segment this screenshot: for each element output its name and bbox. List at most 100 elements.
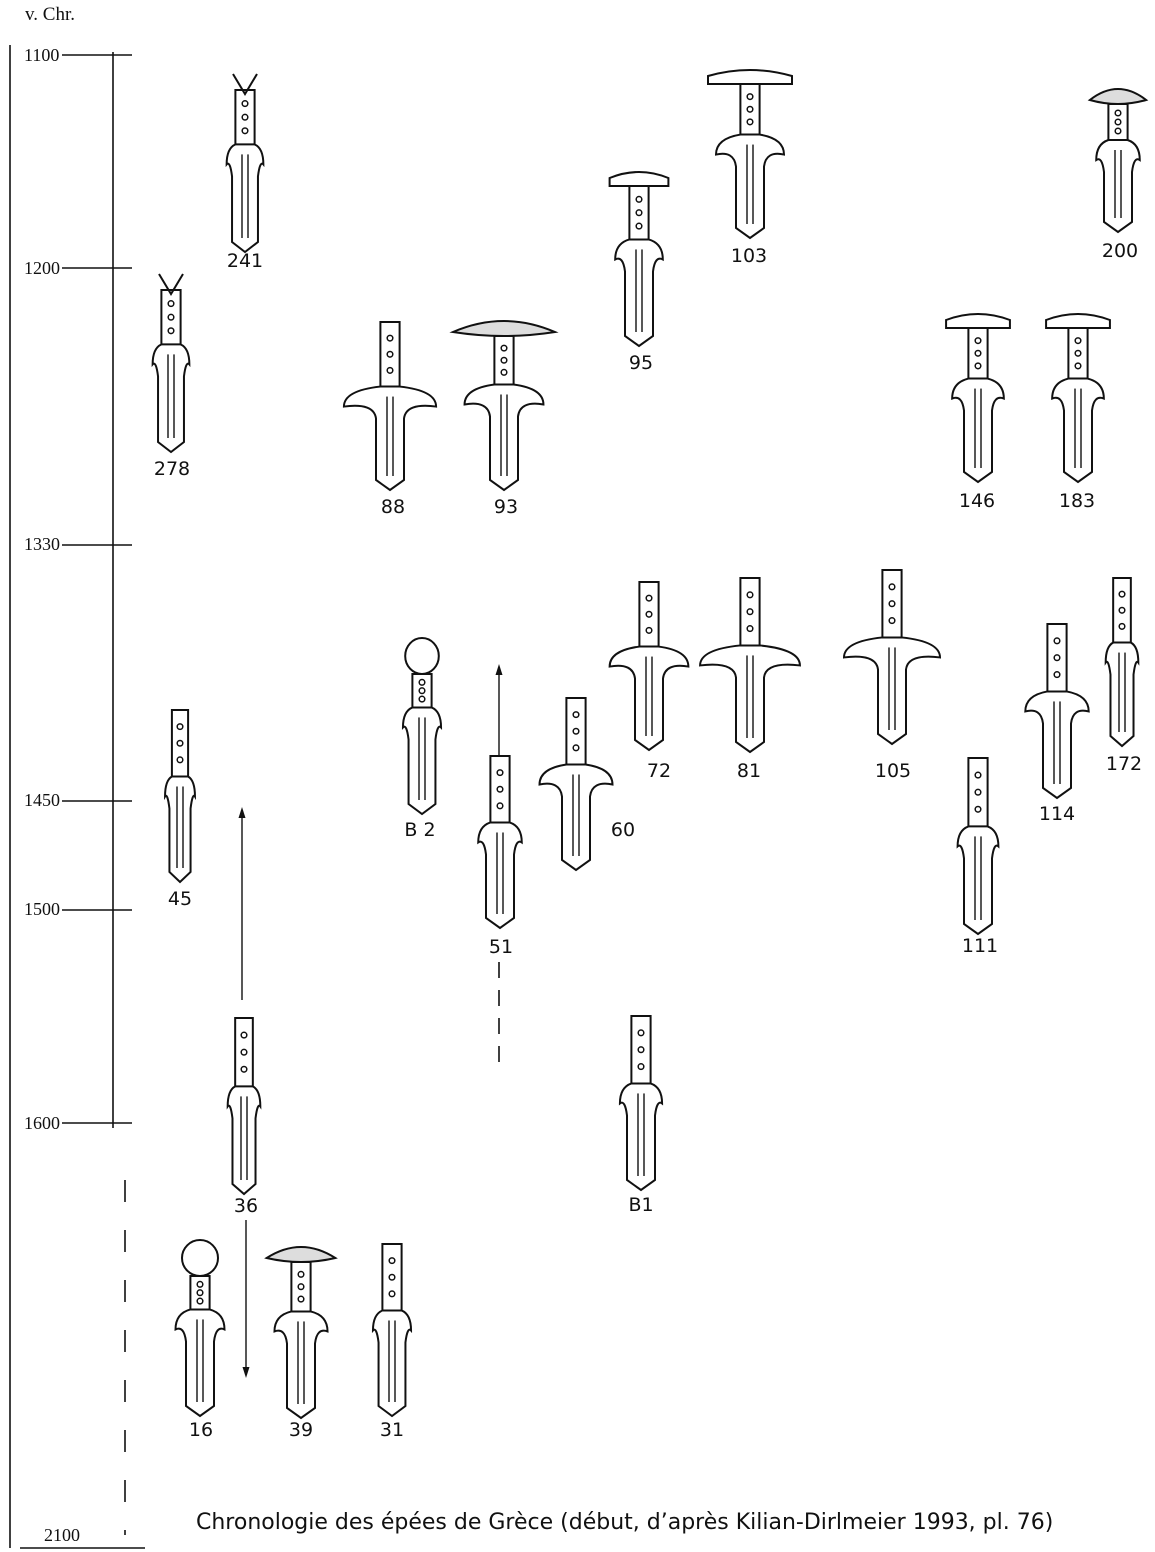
blade bbox=[373, 1310, 411, 1416]
grip bbox=[172, 710, 188, 776]
blade bbox=[153, 344, 190, 452]
rivet bbox=[419, 696, 425, 702]
blade bbox=[1106, 643, 1139, 746]
rivet bbox=[501, 345, 507, 351]
sword-111 bbox=[948, 754, 1008, 934]
rivet bbox=[1054, 655, 1060, 661]
rivet bbox=[975, 338, 981, 344]
rivet bbox=[1075, 363, 1081, 369]
sword-label-39: 39 bbox=[289, 1419, 313, 1441]
blade bbox=[958, 826, 999, 934]
blade bbox=[465, 384, 544, 490]
rivet bbox=[975, 807, 981, 813]
sword-39 bbox=[262, 1240, 340, 1418]
sword-label-172: 172 bbox=[1106, 753, 1142, 775]
sword-31 bbox=[364, 1240, 420, 1416]
rivet bbox=[389, 1291, 395, 1297]
tick-label-1100: 1100 bbox=[24, 45, 59, 66]
sword-label-81: 81 bbox=[737, 760, 761, 782]
rivet bbox=[197, 1282, 203, 1288]
rivet bbox=[241, 1032, 247, 1038]
rivet bbox=[638, 1047, 644, 1053]
sword-label-16: 16 bbox=[189, 1419, 213, 1441]
blade bbox=[1096, 140, 1140, 232]
grip bbox=[1068, 328, 1087, 379]
pommel bbox=[405, 638, 439, 674]
sword-label-60: 60 bbox=[611, 819, 635, 841]
blade bbox=[610, 647, 689, 750]
sword-93 bbox=[446, 314, 562, 490]
sword-183 bbox=[1040, 310, 1116, 482]
tick-label-1200: 1200 bbox=[24, 258, 60, 279]
pommel bbox=[453, 321, 555, 336]
rivet bbox=[1115, 128, 1121, 134]
sword-241 bbox=[218, 72, 272, 252]
blade bbox=[228, 1086, 261, 1194]
sword-label-45: 45 bbox=[168, 888, 192, 910]
rivet bbox=[387, 368, 393, 374]
sword-label-B2: B 2 bbox=[404, 819, 435, 841]
rivet bbox=[646, 628, 652, 634]
rivet bbox=[638, 1030, 644, 1036]
rivet bbox=[177, 724, 183, 730]
rivet bbox=[298, 1272, 304, 1278]
rivet bbox=[636, 197, 642, 203]
sword-103 bbox=[700, 66, 800, 238]
arrow-51-up-head bbox=[496, 664, 503, 675]
rivet bbox=[501, 370, 507, 376]
figure-caption: Chronologie des épées de Grèce (début, d… bbox=[196, 1510, 1053, 1535]
grip bbox=[382, 1244, 401, 1310]
sword-label-B1: B1 bbox=[628, 1194, 653, 1216]
rivet bbox=[747, 609, 753, 615]
grip bbox=[629, 186, 648, 239]
sword-label-111: 111 bbox=[962, 935, 998, 957]
sword-label-88: 88 bbox=[381, 496, 405, 518]
rivet bbox=[497, 803, 503, 809]
rivet bbox=[242, 114, 248, 120]
blade bbox=[540, 764, 613, 870]
rivet bbox=[1119, 624, 1125, 630]
grip bbox=[291, 1262, 310, 1311]
grip bbox=[1108, 104, 1127, 140]
rivet bbox=[1075, 338, 1081, 344]
grip bbox=[380, 322, 399, 387]
rivet bbox=[197, 1298, 203, 1304]
rivet bbox=[638, 1064, 644, 1070]
rivet bbox=[241, 1049, 247, 1055]
rivet bbox=[573, 728, 579, 734]
rivet bbox=[298, 1284, 304, 1290]
sword-label-93: 93 bbox=[494, 496, 518, 518]
grip bbox=[639, 582, 658, 647]
blade bbox=[176, 1309, 225, 1416]
tick-label-1600: 1600 bbox=[24, 1113, 60, 1134]
rivet bbox=[1119, 591, 1125, 597]
blade bbox=[274, 1311, 327, 1418]
rivet bbox=[747, 106, 753, 112]
sword-16 bbox=[164, 1238, 236, 1416]
sword-B1 bbox=[610, 1012, 672, 1190]
blade bbox=[1025, 691, 1088, 798]
rivet bbox=[889, 584, 895, 590]
rivet bbox=[636, 210, 642, 216]
blade bbox=[1052, 379, 1104, 482]
sword-label-95: 95 bbox=[629, 352, 653, 374]
rivet bbox=[241, 1067, 247, 1073]
rivet bbox=[497, 786, 503, 792]
rivet bbox=[1054, 672, 1060, 678]
grip bbox=[566, 698, 585, 764]
rivet bbox=[177, 740, 183, 746]
rivet bbox=[168, 301, 174, 307]
blade bbox=[165, 776, 195, 882]
rivet bbox=[177, 757, 183, 763]
rivet bbox=[747, 626, 753, 632]
rivet bbox=[389, 1258, 395, 1264]
rivet bbox=[573, 712, 579, 718]
blade bbox=[844, 637, 940, 744]
sword-95 bbox=[604, 168, 674, 346]
tick-label-2100: 2100 bbox=[44, 1525, 80, 1546]
grip bbox=[740, 84, 759, 135]
sword-label-200: 200 bbox=[1102, 240, 1138, 262]
sword-81 bbox=[698, 574, 802, 752]
blade bbox=[615, 239, 663, 346]
